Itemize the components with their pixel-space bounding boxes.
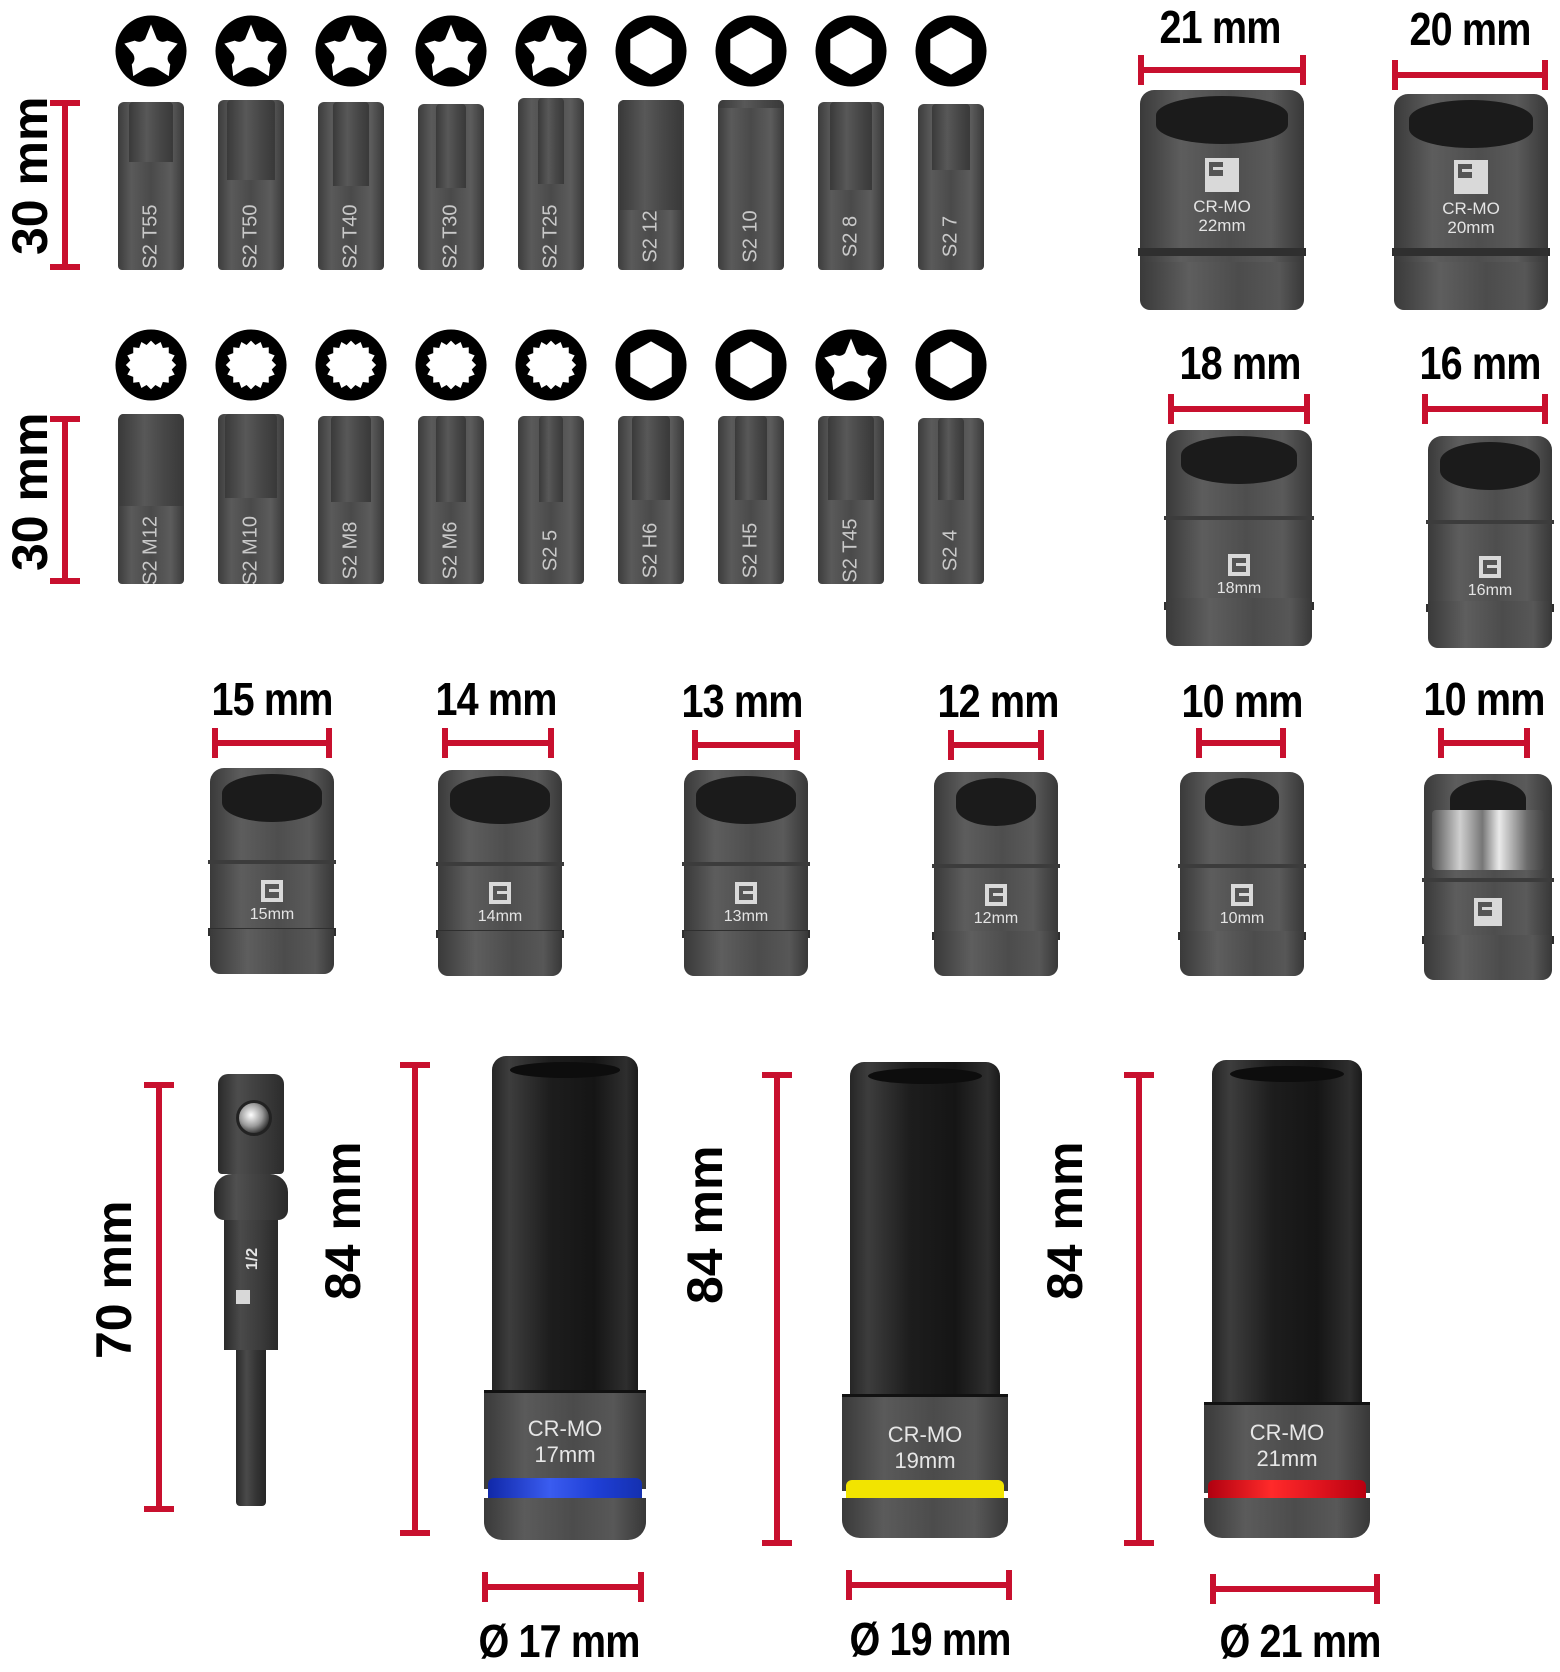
row1-length-bar <box>50 100 80 270</box>
spline-profile-icon <box>514 328 588 402</box>
bit-holder-10-label: 10 mm <box>1423 673 1545 725</box>
bit-h6: S2 H6 <box>618 416 684 584</box>
socket-10-label: 10 mm <box>1181 675 1303 727</box>
bit-m5: S2 5 <box>518 416 584 584</box>
socket-14-label: 14 mm <box>435 673 557 725</box>
hex-profile-icon <box>614 14 688 88</box>
deep-17-diameter-bar <box>482 1572 644 1602</box>
deep-19-height-bar <box>762 1072 792 1546</box>
bit-hex-10: S2 10 <box>718 100 784 270</box>
deep-17-height-label: 84 mm <box>315 1141 371 1300</box>
bit-m6: S2 M6 <box>418 416 484 584</box>
torx-profile-icon <box>114 14 188 88</box>
spline-profile-icon <box>214 328 288 402</box>
bit-holder-10mm <box>1422 774 1554 980</box>
bit-m8: S2 M8 <box>318 416 384 584</box>
socket-13-bar <box>692 730 800 760</box>
deep-17-diameter-label: Ø 17 mm <box>478 1615 640 1667</box>
adapter-length-label: 70 mm <box>86 1200 142 1359</box>
socket-15-bar <box>212 728 332 758</box>
socket-15mm: 15mm <box>208 768 336 974</box>
adapter-marking: 1/2 <box>244 1247 262 1271</box>
socket-18-label: 18 mm <box>1179 337 1301 389</box>
torx-profile-icon <box>314 14 388 88</box>
hex-profile-icon <box>714 328 788 402</box>
deep-21-diameter-label: Ø 21 mm <box>1219 1615 1381 1667</box>
deep-21-height-bar <box>1124 1072 1154 1546</box>
hex-profile-icon <box>814 14 888 88</box>
socket-12mm: 12mm <box>932 772 1060 976</box>
adapter-length-bar <box>144 1082 174 1512</box>
row2-length-bar <box>50 416 80 584</box>
hex-profile-icon <box>914 14 988 88</box>
bit-hex-12: S2 12 <box>618 100 684 270</box>
socket-adapter: 1/2 <box>206 1074 296 1506</box>
torx-profile-icon <box>814 328 888 402</box>
bit-h5: S2 H5 <box>718 416 784 584</box>
socket-14mm: 14mm <box>436 770 564 976</box>
torx-profile-icon <box>514 14 588 88</box>
socket-12-label: 12 mm <box>937 675 1059 727</box>
socket-14-bar <box>442 728 554 758</box>
hex-profile-icon <box>614 328 688 402</box>
bit-hex-7: S2 7 <box>918 104 984 270</box>
socket-13mm: 13mm <box>682 770 810 976</box>
socket-16mm: 16mm <box>1426 436 1554 648</box>
bit-t55: S2 T55 <box>118 102 184 270</box>
bit-t30: S2 T30 <box>418 104 484 270</box>
socket-16-bar <box>1422 394 1548 424</box>
socket-21-label: 21 mm <box>1159 1 1281 53</box>
deep-19-height-label: 84 mm <box>677 1145 733 1304</box>
socket-10-bar <box>1196 728 1286 758</box>
row1-length-label: 30 mm <box>2 96 58 255</box>
bit-m12: S2 M12 <box>118 414 184 585</box>
spline-profile-icon <box>114 328 188 402</box>
socket-10mm: 10mm <box>1178 772 1306 976</box>
hex-profile-icon <box>914 328 988 402</box>
bit-hex-8: S2 8 <box>818 102 884 270</box>
bit-holder-10-bar <box>1438 728 1530 758</box>
torx-profile-icon <box>414 14 488 88</box>
spline-profile-icon <box>314 328 388 402</box>
deep-19-diameter-label: Ø 19 mm <box>849 1613 1011 1665</box>
socket-15-label: 15 mm <box>211 673 333 725</box>
bit-m10: S2 M10 <box>218 414 284 585</box>
adapter-body: 1/2 <box>224 1220 278 1350</box>
torx-profile-icon <box>214 14 288 88</box>
socket-18-bar <box>1168 394 1310 424</box>
row2-length-label: 30 mm <box>2 412 58 571</box>
bit-t25: S2 T25 <box>518 98 584 270</box>
socket-20-label: 20 mm <box>1409 3 1531 55</box>
bit-t45: S2 T45 <box>818 416 884 584</box>
socket-16-label: 16 mm <box>1419 337 1541 389</box>
deep-21-diameter-bar <box>1210 1574 1380 1604</box>
deep-21-height-label: 84 mm <box>1037 1141 1093 1300</box>
detent-ball-icon <box>236 1100 272 1136</box>
spring-clip <box>1432 810 1544 870</box>
socket-20-bar <box>1392 60 1548 90</box>
adapter-shank <box>236 1350 266 1506</box>
socket-21-bar <box>1138 55 1306 85</box>
hex-profile-icon <box>714 14 788 88</box>
deep-19-diameter-bar <box>846 1570 1012 1600</box>
bit-t40: S2 T40 <box>318 102 384 270</box>
bit-hex-4: S2 4 <box>918 418 984 584</box>
spline-profile-icon <box>414 328 488 402</box>
bit-t50: S2 T50 <box>218 100 284 270</box>
brand-logo-icon <box>236 1290 250 1304</box>
deep-17-height-bar <box>400 1062 430 1536</box>
adapter-collar <box>214 1174 288 1220</box>
socket-18mm: 18mm <box>1164 430 1314 646</box>
socket-13-label: 13 mm <box>681 675 803 727</box>
socket-12-bar <box>948 730 1044 760</box>
